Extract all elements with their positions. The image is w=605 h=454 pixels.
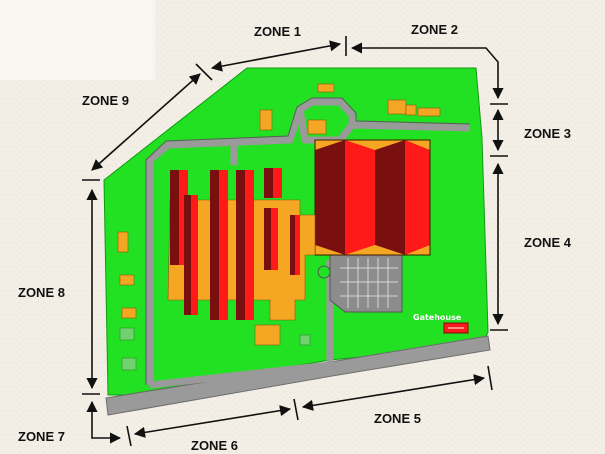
- background-patch: [0, 0, 155, 80]
- zone-1-label: ZONE 1: [254, 24, 301, 39]
- zone-boundaries: [82, 36, 508, 447]
- zone-3-label: ZONE 3: [524, 126, 571, 141]
- zone-8-label: ZONE 8: [18, 285, 65, 300]
- small-structures: [119, 327, 311, 371]
- zone-4-label: ZONE 4: [524, 235, 572, 250]
- roundabout: [317, 265, 331, 279]
- zone-2-label: ZONE 2: [411, 22, 458, 37]
- gatehouse-label: Gatehouse: [413, 313, 462, 322]
- main-building: [314, 139, 431, 256]
- zone-9-label: ZONE 9: [82, 93, 129, 108]
- zone-6-label: ZONE 6: [191, 438, 238, 453]
- zone-5-label: ZONE 5: [374, 411, 421, 426]
- gatehouse: [443, 322, 469, 334]
- long-buildings: [170, 168, 300, 320]
- zone-7-label: ZONE 7: [18, 429, 65, 444]
- parking-lot: [329, 249, 403, 313]
